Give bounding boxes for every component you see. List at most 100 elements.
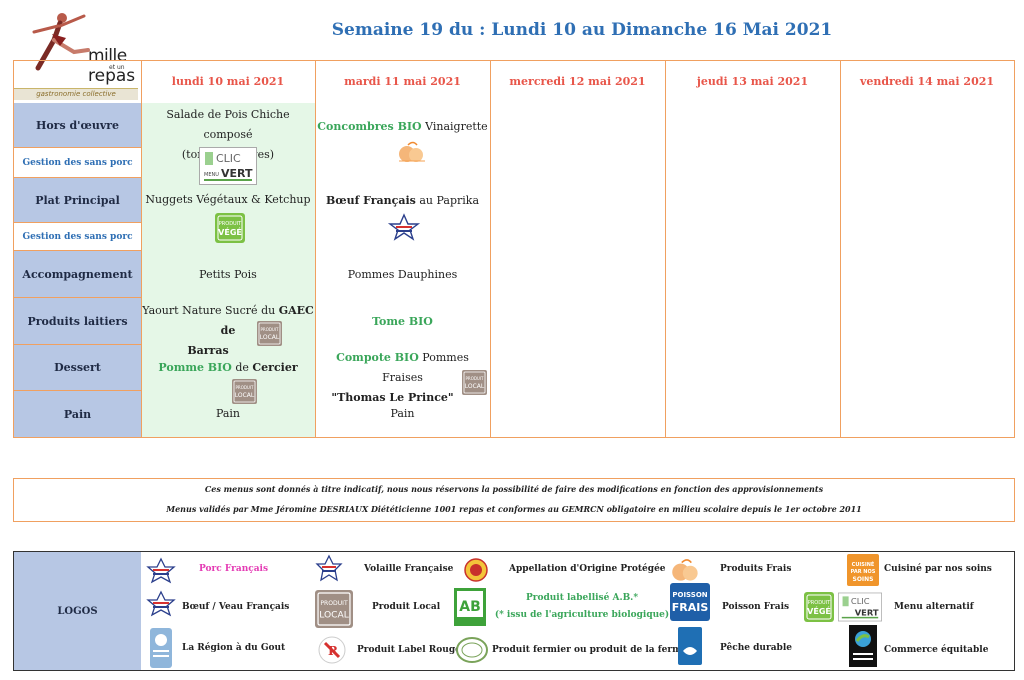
local-top-text: PRODUIT	[320, 600, 348, 607]
clic-menu-text: MENU	[204, 172, 219, 178]
dancer-logo-icon	[32, 13, 90, 71]
poisson-icon-text1: POISSON	[672, 591, 707, 599]
produit-local-icon: PRODUIT LOCAL	[462, 370, 487, 395]
tuesday-hors-doeuvre: Concombres BIO Vinaigrette	[315, 117, 490, 137]
local-bottom-text: LOCAL	[465, 383, 485, 390]
produit-local-icon: PRODUIT LOCAL	[315, 590, 353, 628]
tuesday-accompagnement: Pommes Dauphines	[347, 268, 458, 281]
day-header-tuesday: mardi 11 mai 2021	[344, 75, 461, 88]
local-top-text: PRODUIT	[261, 327, 280, 332]
svg-text:R: R	[328, 644, 339, 658]
region-gout-icon	[150, 628, 172, 668]
produit-fermier-icon	[456, 637, 488, 663]
day-header-friday: vendredi 14 mai 2021	[859, 75, 995, 88]
col-divider	[315, 61, 316, 437]
vege-top-text: PRODUIT	[808, 600, 831, 606]
legend-fermier: Produit fermier ou produit de la ferme	[492, 645, 688, 655]
monday-accompagnement: Petits Pois	[199, 268, 257, 281]
monday-plat: Nuggets Végétaux & Ketchup	[145, 193, 311, 206]
tuesday-dessert-rest: Pommes Fraises	[382, 351, 469, 384]
vege-top-text: PRODUIT	[219, 221, 242, 227]
cuisine-nos-soins-icon: CUISINÉ PAR NOS SOINS	[847, 554, 879, 586]
local-bottom-text: LOCAL	[260, 334, 280, 341]
monday-laitiers-bold2: Barras	[187, 344, 229, 357]
legend-label-rouge: Produit Label Rouge	[357, 645, 461, 655]
produits-frais-icon	[672, 559, 698, 581]
tuesday-plat-bold: Bœuf Français	[325, 194, 416, 207]
legend-ab-line2: (* issu de l'agriculture biologique)	[494, 610, 670, 620]
ab-icon: AB	[454, 588, 486, 626]
boeuf-francais-icon	[387, 213, 421, 241]
monday-laitiers-bold: GAEC de	[220, 304, 314, 337]
tuesday-hors-bio: Concombres BIO	[317, 120, 422, 133]
logo-word-repas: repas	[88, 66, 136, 86]
col-divider	[141, 61, 142, 437]
tuesday-dessert-producer: "Thomas Le Prince"	[331, 391, 454, 404]
legend-equitable: Commerce équitable	[884, 645, 989, 655]
notes-line2: Menus validés par Mme Jéromine DESRIAUX …	[166, 504, 862, 514]
clic-vert-icon: CLIC MENU VERT	[199, 147, 257, 185]
porc-francais-icon	[146, 557, 176, 584]
legend-boeuf: Bœuf / Veau Français	[182, 602, 290, 612]
company-logo: mille et un repas gastronomie collective	[14, 8, 138, 100]
tuesday-pain: Pain	[390, 407, 415, 420]
monday-laitiers-text: Yaourt Nature Sucré du	[142, 304, 276, 317]
row-label-accompagnement: Accompagnement	[14, 251, 141, 298]
monday-dessert: Pomme BIO de Cercier	[141, 358, 315, 378]
legend-label: LOGOS	[14, 552, 141, 670]
boeuf-veau-icon	[146, 590, 176, 617]
clic-vert-icon: CLIC VERT	[838, 592, 882, 622]
logo-et-un: et un	[109, 64, 125, 71]
tuesday-plat-rest: au Paprika	[419, 194, 480, 207]
legend-local: Produit Local	[372, 602, 441, 612]
logos-legend: LOGOS Porc Français Bœuf / Veau Français…	[13, 551, 1015, 671]
legend-frais: Produits Frais	[720, 564, 792, 574]
legend-alternatif: Menu alternatif	[894, 602, 974, 612]
notes-line1: Ces menus sont donnés à titre indicatif,…	[204, 484, 824, 494]
vege-icon: PRODUIT VÉGÉ	[804, 592, 834, 622]
svg-text:PAR NOS: PAR NOS	[851, 569, 876, 575]
tuesday-plat: Bœuf Français au Paprika	[315, 191, 490, 211]
label-rouge-icon: R	[318, 636, 346, 664]
monday-hors-line1: Salade de Pois Chiche composé	[166, 108, 290, 141]
notes-box: Ces menus sont donnés à titre indicatif,…	[13, 478, 1015, 522]
clic-top-text: CLIC	[216, 152, 241, 165]
legend-poisson: Poisson Frais	[722, 602, 790, 612]
day-header-thursday: jeudi 13 mai 2021	[696, 75, 809, 88]
row-label-pain: Pain	[14, 391, 141, 437]
col-divider	[665, 61, 666, 437]
produit-local-icon: PRODUIT LOCAL	[232, 379, 257, 404]
local-top-text: PRODUIT	[466, 376, 485, 381]
peche-durable-icon	[678, 627, 702, 665]
local-top-text: PRODUIT	[236, 385, 255, 390]
tuesday-produits-laitiers: Tome BIO	[372, 315, 433, 328]
row-label-produits-laitiers: Produits laitiers	[14, 298, 141, 345]
tuesday-dessert: Compote BIO Pommes Fraises "Thomas Le Pr…	[315, 348, 490, 408]
logo-bar	[14, 88, 138, 100]
clic-bottom-text: VERT	[221, 167, 253, 180]
monday-pain: Pain	[215, 407, 241, 420]
row-label-sans-porc: Gestion des sans porc	[14, 223, 141, 251]
legend-region: La Région à du Gout	[182, 643, 286, 653]
legend-ab-line1: Produit labellisé A.B.*	[525, 593, 639, 603]
legend-porc: Porc Français	[199, 564, 269, 574]
logo-tagline: gastronomie collective	[36, 90, 116, 98]
legend-peche: Pêche durable	[720, 643, 792, 653]
legend-cuisine: Cuisiné par nos soins	[884, 564, 992, 574]
page-title: Semaine 19 du : Lundi 10 au Dimanche 16 …	[331, 20, 833, 40]
vege-bottom-text: VÉGÉ	[807, 605, 831, 616]
poisson-frais-icon: POISSON FRAIS	[670, 583, 710, 621]
produits-frais-icon	[399, 141, 425, 162]
clic-top-text: CLIC	[851, 596, 870, 606]
monday-dessert-de: de	[235, 361, 249, 374]
tuesday-dessert-bio: Compote BIO	[336, 351, 419, 364]
row-label-hors-doeuvre: Hors d'œuvre	[14, 103, 141, 148]
tuesday-hors-rest: Vinaigrette	[425, 120, 488, 133]
monday-dessert-origin: Cercier	[252, 361, 298, 374]
vege-bottom-text: VÉGÉ	[218, 226, 242, 237]
volaille-francaise-icon	[315, 554, 343, 582]
col-divider	[490, 61, 491, 437]
poisson-icon-text2: FRAIS	[672, 601, 709, 614]
menu-table: lundi 10 mai 2021 mardi 11 mai 2021 merc…	[13, 60, 1015, 438]
produit-local-icon: PRODUIT LOCAL	[257, 321, 282, 346]
